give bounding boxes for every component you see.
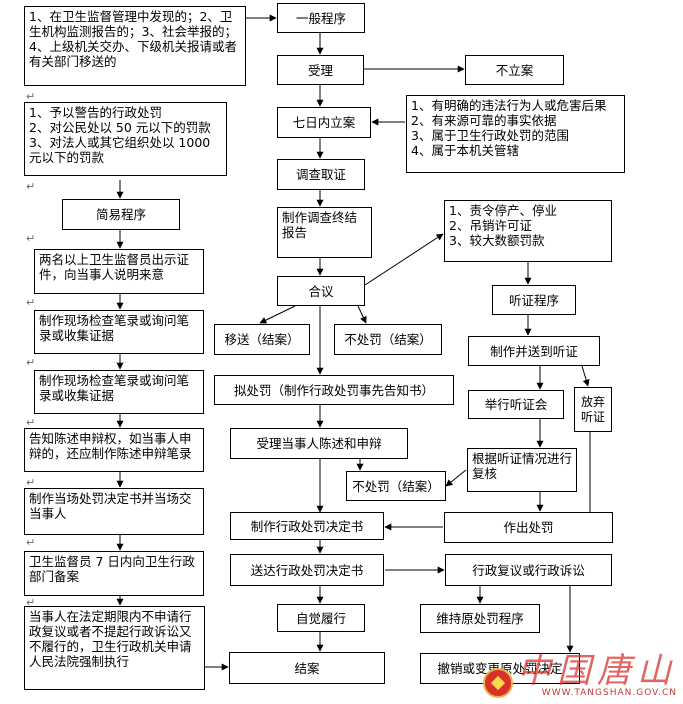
case-sources-box: 1、在卫生监督管理中发现的；2、卫生机构监测报告的；3、社会举报的；4、上级机关… xyxy=(24,6,246,86)
hold-hearing-box: 举行听证会 xyxy=(468,390,564,419)
proposed-penalty-box: 拟处罚（制作行政处罚事先告知书） xyxy=(214,375,454,405)
review-by-hearing-box: 根据听证情况进行复核 xyxy=(467,448,577,492)
close-case-box: 结案 xyxy=(229,652,385,684)
paragraph-mark: ↵ xyxy=(26,536,36,549)
register-7days-box: 七日内立案 xyxy=(277,107,371,138)
arrow-deliberate-to-no-penalty xyxy=(357,305,367,324)
hearing-procedure-box: 听证程序 xyxy=(492,285,576,315)
national-emblem-icon xyxy=(483,668,513,698)
paragraph-mark: ↵ xyxy=(26,596,36,609)
paragraph-mark: ↵ xyxy=(26,180,36,193)
on-site-decision-box: 制作当场处罚决定书并当场交当事人 xyxy=(24,488,204,535)
no-penalty-box-1: 不处罚（结案） xyxy=(334,324,442,355)
paragraph-mark: ↵ xyxy=(26,296,36,309)
simple-procedure-box: 简易程序 xyxy=(62,199,180,230)
transfer-box: 移送（结案） xyxy=(214,324,310,355)
arrow-notify-to-waive xyxy=(581,365,590,387)
paragraph-mark: ↵ xyxy=(26,90,36,103)
statement-box: 受理当事人陈述和申辩 xyxy=(230,428,408,459)
notify-hearing-box: 制作并送到听证 xyxy=(468,336,600,366)
paragraph-mark: ↵ xyxy=(26,356,36,369)
paragraph-mark: ↵ xyxy=(26,416,36,429)
watermark: 中国唐山 WWW.TANGSHAN.GOV.CN xyxy=(483,654,677,698)
on-site-record-box-2: 制作现场检查笔录或询问笔录或收集证据 xyxy=(34,370,204,414)
paragraph-mark: ↵ xyxy=(26,476,36,489)
penalty-decision-box: 制作行政处罚决定书 xyxy=(230,512,384,540)
enforcement-box: 当事人在法定期限内不申请行政复议或者不提起行政诉讼又不履行的，卫生行政机关申请人… xyxy=(24,606,205,690)
watermark-url: WWW.TANGSHAN.GOV.CN xyxy=(541,688,677,698)
voluntary-box: 自觉履行 xyxy=(277,604,365,632)
arrow-deliberate-to-hearing-scope xyxy=(364,233,444,286)
waive-hearing-box: 放弃听证 xyxy=(574,387,612,432)
simple-procedure-scope-box: 1、予以警告的行政处罚 2、对公民处以 50 元以下的罚款 3、对法人或其它组织… xyxy=(24,102,227,176)
no-penalty-box-2: 不处罚（结案） xyxy=(346,471,446,501)
review-or-litigation-box: 行政复议或行政诉讼 xyxy=(445,554,612,586)
arrow-review-to-no-penalty xyxy=(445,469,467,487)
deliberate-box: 合议 xyxy=(277,276,365,306)
filing-box: 卫生监督员 7 日内向卫生行政部门备案 xyxy=(24,551,204,596)
hearing-scope-box: 1、责令停产、停业 2、吊销许可证 3、较大数额罚款 xyxy=(444,200,612,262)
paragraph-mark: ↵ xyxy=(26,232,36,245)
show-identity-box: 两名以上卫生监督员出示证件，向当事人说明来意 xyxy=(34,249,204,294)
general-procedure-box: 一般程序 xyxy=(277,3,365,33)
inform-rights-box: 告知陈述申辩权，如当事人申辩的，还应制作陈述申辩笔录 xyxy=(24,428,204,472)
final-report-box: 制作调查终结报告 xyxy=(277,207,372,258)
not-registered-box: 不立案 xyxy=(465,55,564,85)
make-penalty-box: 作出处罚 xyxy=(444,512,613,543)
maintain-box: 维持原处罚程序 xyxy=(420,604,540,633)
on-site-record-box-1: 制作现场检查笔录或询问笔录或收集证据 xyxy=(34,310,204,354)
watermark-name: 中国唐山 xyxy=(517,651,677,691)
arrow-deliberate-to-transfer xyxy=(259,305,296,324)
deliver-decision-box: 送达行政处罚决定书 xyxy=(230,554,384,586)
register-conditions-box: 1、有明确的违法行为人或危害后果 2、有来源可靠的事实依据 3、属于卫生行政处罚… xyxy=(406,95,625,173)
investigate-box: 调查取证 xyxy=(277,159,365,190)
accept-box: 受理 xyxy=(277,55,364,85)
